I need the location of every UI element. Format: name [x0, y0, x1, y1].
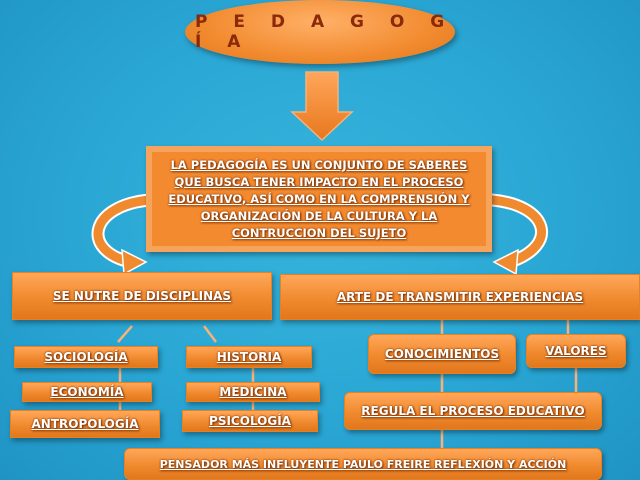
- regula-box: REGULA EL PROCESO EDUCATIVO: [344, 392, 602, 430]
- discipline-psicologia: PSICOLOGÍA: [182, 410, 318, 432]
- disciplines-box: SE NUTRE DE DISCIPLINAS: [12, 272, 272, 320]
- transmit-label: ARTE DE TRANSMITIR EXPERIENCIAS: [336, 290, 584, 304]
- disciplines-label: SE NUTRE DE DISCIPLINAS: [52, 289, 232, 303]
- definition-text: LA PEDAGOGÍA ES UN CONJUNTO DE SABERES Q…: [168, 157, 470, 240]
- discipline-medicina: MEDICINA: [186, 382, 320, 402]
- footer-box: PENSADOR MÁS INFLUYENTE PAULO FREIRE REF…: [124, 448, 602, 480]
- definition-box: LA PEDAGOGÍA ES UN CONJUNTO DE SABERES Q…: [146, 146, 492, 252]
- discipline-sociologia: SOCIOLOGÍA: [14, 346, 158, 368]
- valores-box: VALORES: [526, 334, 626, 368]
- discipline-economia: ECONOMÍA: [22, 382, 152, 402]
- title-oval: P E D A G O G Í A: [185, 0, 455, 64]
- discipline-historia: HISTORIA: [186, 346, 312, 368]
- discipline-antropologia: ANTROPOLOGÍA: [10, 410, 160, 438]
- title-text: P E D A G O G Í A: [195, 12, 455, 52]
- down-arrow-icon: [290, 71, 354, 142]
- footer-text: PENSADOR MÁS INFLUYENTE PAULO FREIRE REF…: [159, 457, 567, 471]
- conocimientos-box: CONOCIMIENTOS: [368, 334, 516, 374]
- transmit-box: ARTE DE TRANSMITIR EXPERIENCIAS: [280, 274, 640, 320]
